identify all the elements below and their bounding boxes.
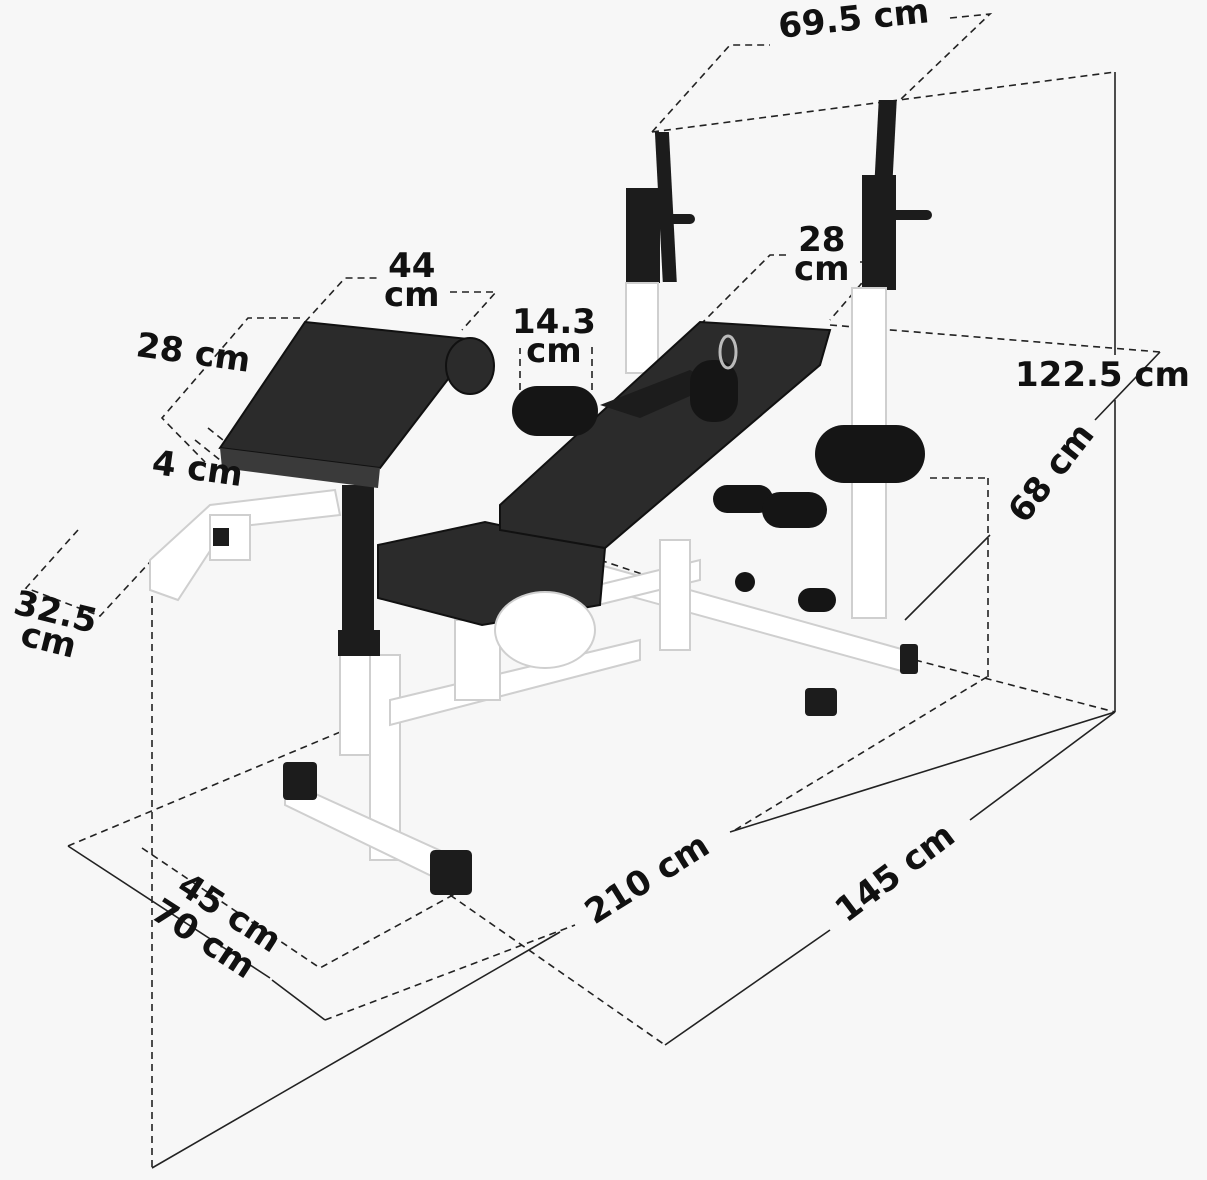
preacher-width-value: 44 [388,246,436,286]
preacher-width-label: 44 cm [384,246,440,315]
roller-length-value: 14.3 [512,302,596,342]
roller-length-label: 14.3 cm [512,302,596,371]
roller-length-unit: cm [526,330,582,371]
total-height-label: 122.5 cm [1015,355,1190,395]
preacher-width-unit: cm [384,274,440,315]
arm-length-label: 32.5 cm [4,583,101,667]
backrest-width-value: 28 [798,220,846,260]
left-upright [654,132,677,282]
backrest-width-unit: cm [794,248,850,289]
bench-illustration [149,100,932,895]
backrest-width-label: 28 cm [794,220,850,289]
backrest-pad [499,320,832,550]
preacher-pad [218,320,480,470]
